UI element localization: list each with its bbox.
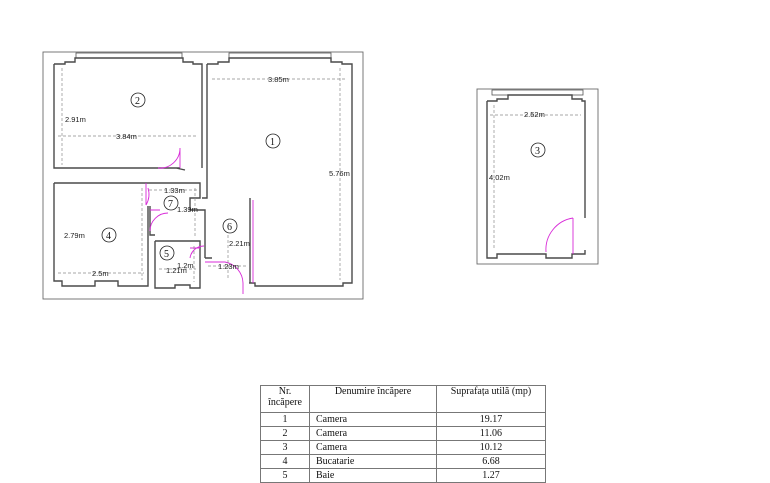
cell-area: 1.27 [436, 468, 546, 483]
doors [145, 147, 574, 294]
cell-name: Camera [309, 412, 437, 427]
bath5-walls [154, 240, 201, 289]
room-marker-5: 5 [159, 245, 175, 261]
dim-r1-length: 5.76m [329, 169, 350, 178]
cell-nr: 2 [260, 426, 310, 441]
table-header-row: Nr. încăpere Denumire încăpere Suprafața… [260, 385, 546, 413]
dim-r3-length: 4.02m [489, 173, 510, 182]
room-marker-1: 1 [265, 133, 281, 149]
table-row: 4 Bucatarie 6.68 [260, 454, 546, 469]
cell-name: Baie [309, 468, 437, 483]
room-number-2: 2 [135, 96, 140, 107]
dim-r5-height: 1.2m [177, 261, 194, 270]
cell-name: Bucatarie [309, 454, 437, 469]
table-row: 3 Camera 10.12 [260, 440, 546, 455]
dim-r3-width: 2.52m [524, 110, 545, 119]
cell-area: 11.06 [436, 426, 546, 441]
cell-area: 6.68 [436, 454, 546, 469]
dim-r7-width: 1.33m [164, 186, 185, 195]
room-number-7: 7 [168, 199, 173, 210]
dim-r6-width: 1.23m [218, 262, 239, 271]
table-row: 1 Camera 19.17 [260, 412, 546, 427]
dim-r6-height: 2.21m [229, 239, 250, 248]
room1-walls [202, 57, 353, 287]
room-number-4: 4 [106, 231, 111, 242]
header-area: Suprafața utilă (mp) [436, 385, 546, 413]
dimension-labels: 2.91m 3.84m 3.85m 5.76m 1.33m 1.39m 2.79… [64, 75, 545, 278]
dim-r2-height: 2.91m [65, 115, 86, 124]
room-number-3: 3 [535, 146, 540, 157]
dim-r4-width: 2.5m [92, 269, 109, 278]
room-area-table: Nr. încăpere Denumire încăpere Suprafața… [260, 385, 546, 483]
table-row: 2 Camera 11.06 [260, 426, 546, 441]
dim-r5-width: 1.21m [166, 266, 187, 275]
dim-r2-width: 3.84m [116, 132, 137, 141]
room3-walls [486, 94, 586, 259]
table-row: 5 Baie 1.27 [260, 468, 546, 483]
header-name: Denumire încăpere [309, 385, 437, 413]
cell-nr: 5 [260, 468, 310, 483]
header-nr: Nr. încăpere [260, 385, 310, 413]
cell-area: 10.12 [436, 440, 546, 455]
room-number-5: 5 [164, 249, 169, 260]
room-marker-6: 6 [222, 218, 238, 234]
room4-walls [53, 182, 149, 287]
hall7-walls [146, 182, 206, 236]
room-number-1: 1 [270, 137, 275, 148]
room-marker-3: 3 [530, 142, 546, 158]
dim-r1-width: 3.85m [268, 75, 289, 84]
room3-frame [476, 88, 599, 265]
room-marker-7: 7 [163, 195, 179, 211]
room-number-6: 6 [227, 222, 232, 233]
room-marker-2: 2 [130, 92, 146, 108]
cell-area: 19.17 [436, 412, 546, 427]
plan-frame [42, 51, 364, 300]
cell-nr: 4 [260, 454, 310, 469]
cell-nr: 1 [260, 412, 310, 427]
cell-name: Camera [309, 426, 437, 441]
room2-walls [53, 57, 203, 171]
cell-nr: 3 [260, 440, 310, 455]
dim-r4-height: 2.79m [64, 231, 85, 240]
room6-walls [204, 198, 251, 283]
dim-r7-height: 1.39m [177, 205, 198, 214]
room-marker-4: 4 [101, 227, 117, 243]
cell-name: Camera [309, 440, 437, 455]
